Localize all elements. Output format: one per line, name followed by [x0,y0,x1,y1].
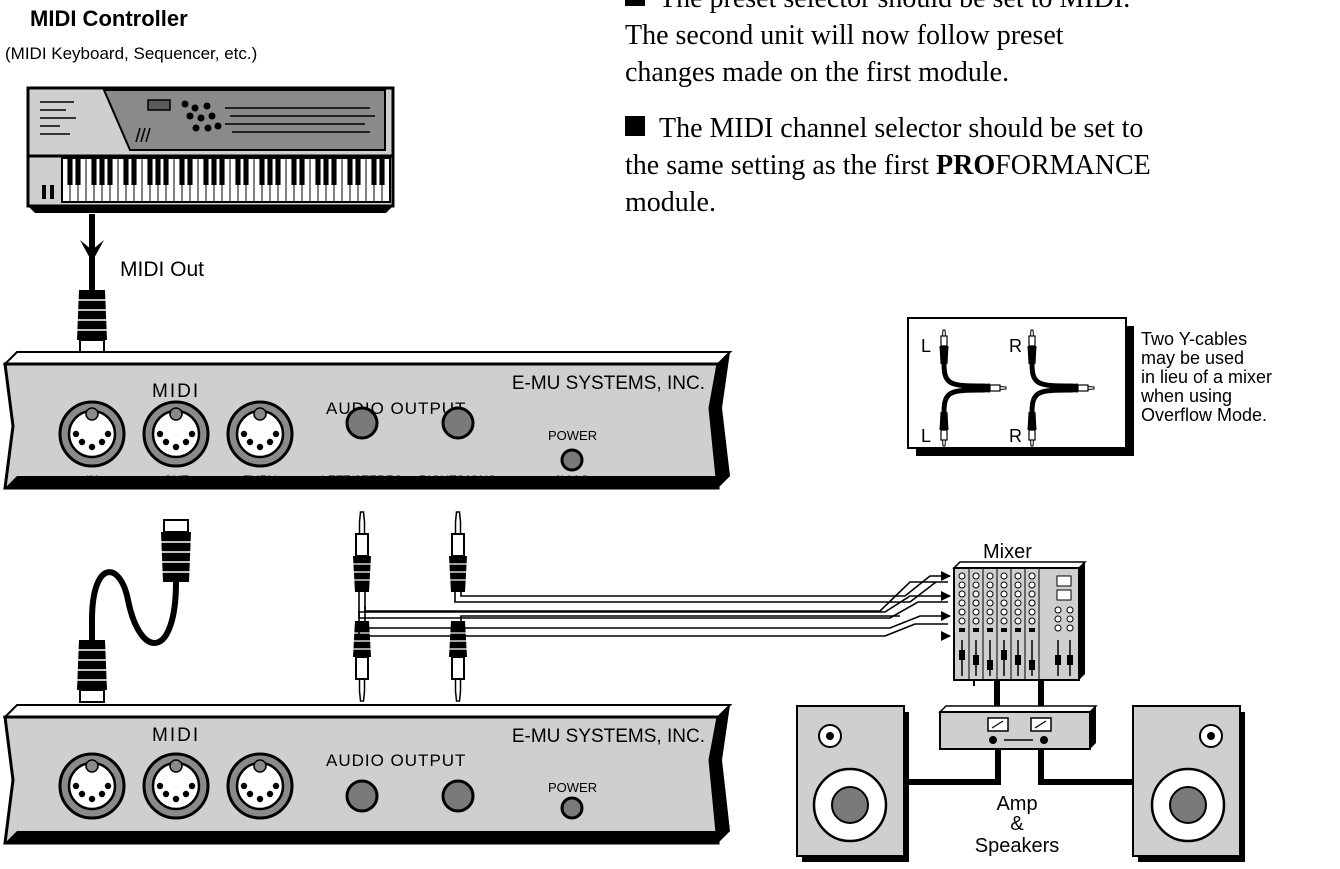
y-label-l-top: L [921,336,931,356]
y-label-r-top: R [1009,336,1022,356]
audio-output-label: AUDIO OUTPUT [326,751,466,770]
y-label-r-bottom: R [1009,426,1022,446]
mixer: Mixer [952,541,1087,686]
midi-keyboard [26,86,395,213]
amp-ampersand: & [1010,813,1024,835]
in-label: IN [86,830,98,844]
svg-text:Two Y-cables: Two Y-cables [1141,329,1247,349]
midi-thru-cable [76,519,192,703]
left-stereo-jack[interactable] [345,406,379,440]
midi-thru-jack[interactable] [226,752,294,820]
midi-in-jack[interactable] [58,400,126,468]
right-mono-jack[interactable] [441,779,475,813]
out-label: OUT [163,830,189,844]
power-jack[interactable] [560,796,584,820]
mixer-channel-strips [958,568,1074,680]
thru-label: THRU [243,830,276,844]
midi-label: MIDI [152,725,200,746]
amp-label: Amp [996,793,1037,815]
controller-title: MIDI Controller [30,6,188,31]
speakers-label: Speakers [975,835,1060,857]
mixer-label: Mixer [983,541,1032,563]
midi-thru-jack[interactable] [226,400,294,468]
thru-label: THRU [243,473,276,487]
bullet-square [625,116,645,136]
power-label: POWER [548,780,597,795]
speaker-right [1132,705,1245,862]
in-label: IN [86,473,98,487]
speaker-left [796,705,909,862]
svg-text:Overflow Mode.: Overflow Mode. [1141,405,1267,425]
midi-out-jack[interactable] [142,752,210,820]
y-cable-diagram: L R L R [907,317,1134,456]
midi-in-jack[interactable] [58,752,126,820]
svg-text:may be used: may be used [1141,348,1244,368]
svg-text:when using: when using [1140,386,1232,406]
left-stereo-label: LEFT/STEREO [321,473,403,487]
y-label-l-bottom: L [921,426,931,446]
right-mono-jack[interactable] [441,406,475,440]
proformance-module-top: MIDI E-MU SYSTEMS, INC. AUDIO OUTPUT POW… [2,351,733,490]
power-label: POWER [548,428,597,443]
brand-label: E-MU SYSTEMS, INC. [512,726,705,747]
power-jack[interactable] [560,448,584,472]
midi-out-label: MIDI Out [120,258,204,281]
amplifier [938,705,1098,750]
audio-cables [352,511,951,702]
paragraph-preset: The preset selector should be set to MID… [625,0,1319,92]
midi-label: MIDI [152,381,200,402]
left-stereo-label: LEFT/STEREO [321,830,403,844]
left-stereo-jack[interactable] [345,779,379,813]
proformance-module-bottom: MIDI E-MU SYSTEMS, INC. AUDIO OUTPUT POW… [2,704,733,845]
y-cable-note: Two Y-cables may be used in lieu of a mi… [1140,329,1272,425]
midi-out-jack[interactable] [142,400,210,468]
controller-subtitle: (MIDI Keyboard, Sequencer, etc.) [5,44,258,63]
power-spec-label: 9V AC [555,830,589,844]
brand-label: E-MU SYSTEMS, INC. [512,373,705,394]
piano-keys [67,158,385,202]
right-mono-label: RIGHT/MONO [419,473,497,487]
svg-text:in lieu of a mixer: in lieu of a mixer [1141,367,1272,387]
paragraph-midi-channel: The MIDI channel selector should be set … [625,113,1151,219]
out-label: OUT [163,473,189,487]
power-spec-label: 9V AC [555,473,589,487]
right-mono-label: RIGHT/MONO [419,830,497,844]
bullet-square [625,0,645,6]
